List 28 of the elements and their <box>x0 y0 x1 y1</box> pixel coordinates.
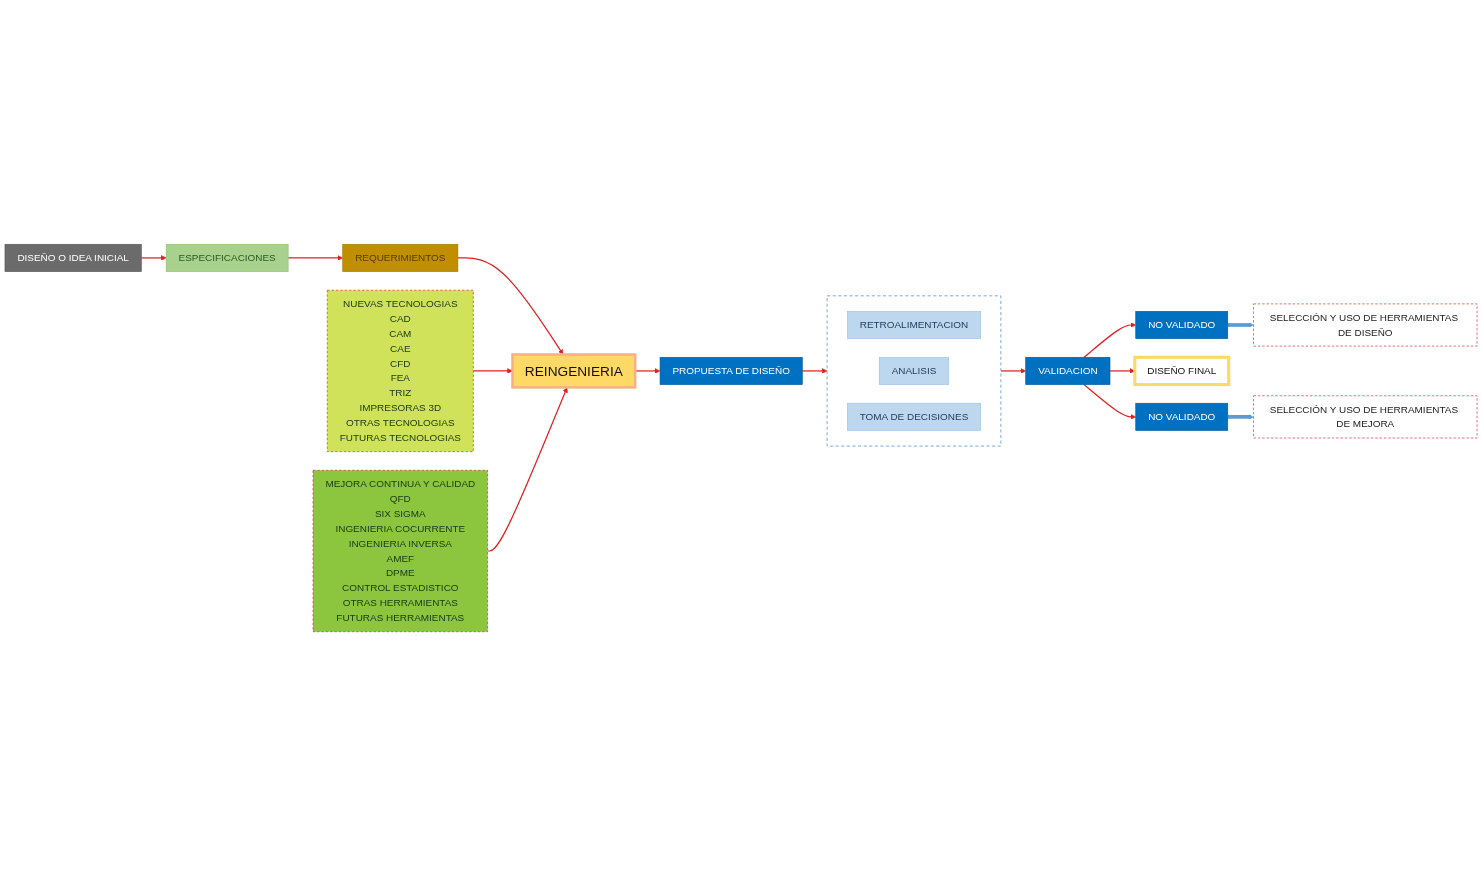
arrow <box>472 368 513 374</box>
arrow <box>1000 368 1026 374</box>
node-box: TOMA DE DECISIONES <box>847 402 981 431</box>
arrow <box>801 368 828 374</box>
node-box: RETROALIMENTACION <box>847 311 981 339</box>
node-box: VALIDACION <box>1025 356 1111 385</box>
arrow <box>1083 384 1136 420</box>
node-box: DISEÑO FINAL <box>1133 355 1231 387</box>
node-box: MEJORA CONTINUA Y CALIDAD QFD SIX SIGMA INGENIERIA COCURRENTE INGENIERIA INVERSA AMEF DPME CONTROL ESTADISTICO OTRAS HERRAMIENTAS FUTURAS HERRAMIENTAS <box>312 470 488 633</box>
arrow <box>457 257 564 355</box>
node-box: DISEÑO O IDEA INICIAL <box>4 243 142 272</box>
arrow <box>287 255 343 261</box>
node-box: REINGENIERIA <box>511 353 637 389</box>
arrow <box>140 255 167 261</box>
node-box: NO VALIDADO <box>1135 402 1229 431</box>
node-box: REQUERIMIENTOS <box>342 243 459 272</box>
arrow <box>487 387 568 552</box>
arrow <box>1227 414 1254 420</box>
arrow <box>1227 322 1254 328</box>
node-box: ESPECIFICACIONES <box>165 243 289 272</box>
arrow <box>1083 322 1136 358</box>
node-box: SELECCIÓN Y USO DE HERRAMIENTAS DE MEJORA <box>1253 395 1478 439</box>
node-box: PROPUESTA DE DISEÑO <box>659 356 803 385</box>
node-box: ANALISIS <box>878 356 950 385</box>
cluster <box>826 295 1002 447</box>
node-box: NUEVAS TECNOLOGIAS CAD CAM CAE CFD FEA TRIZ IMPRESORAS 3D OTRAS TECNOLOGIAS FUTURAS TECNOLOGIAS <box>326 289 474 452</box>
node-box: NO VALIDADO <box>1135 311 1229 339</box>
node-box: SELECCIÓN Y USO DE HERRAMIENTAS DE DISEÑO <box>1253 303 1478 347</box>
